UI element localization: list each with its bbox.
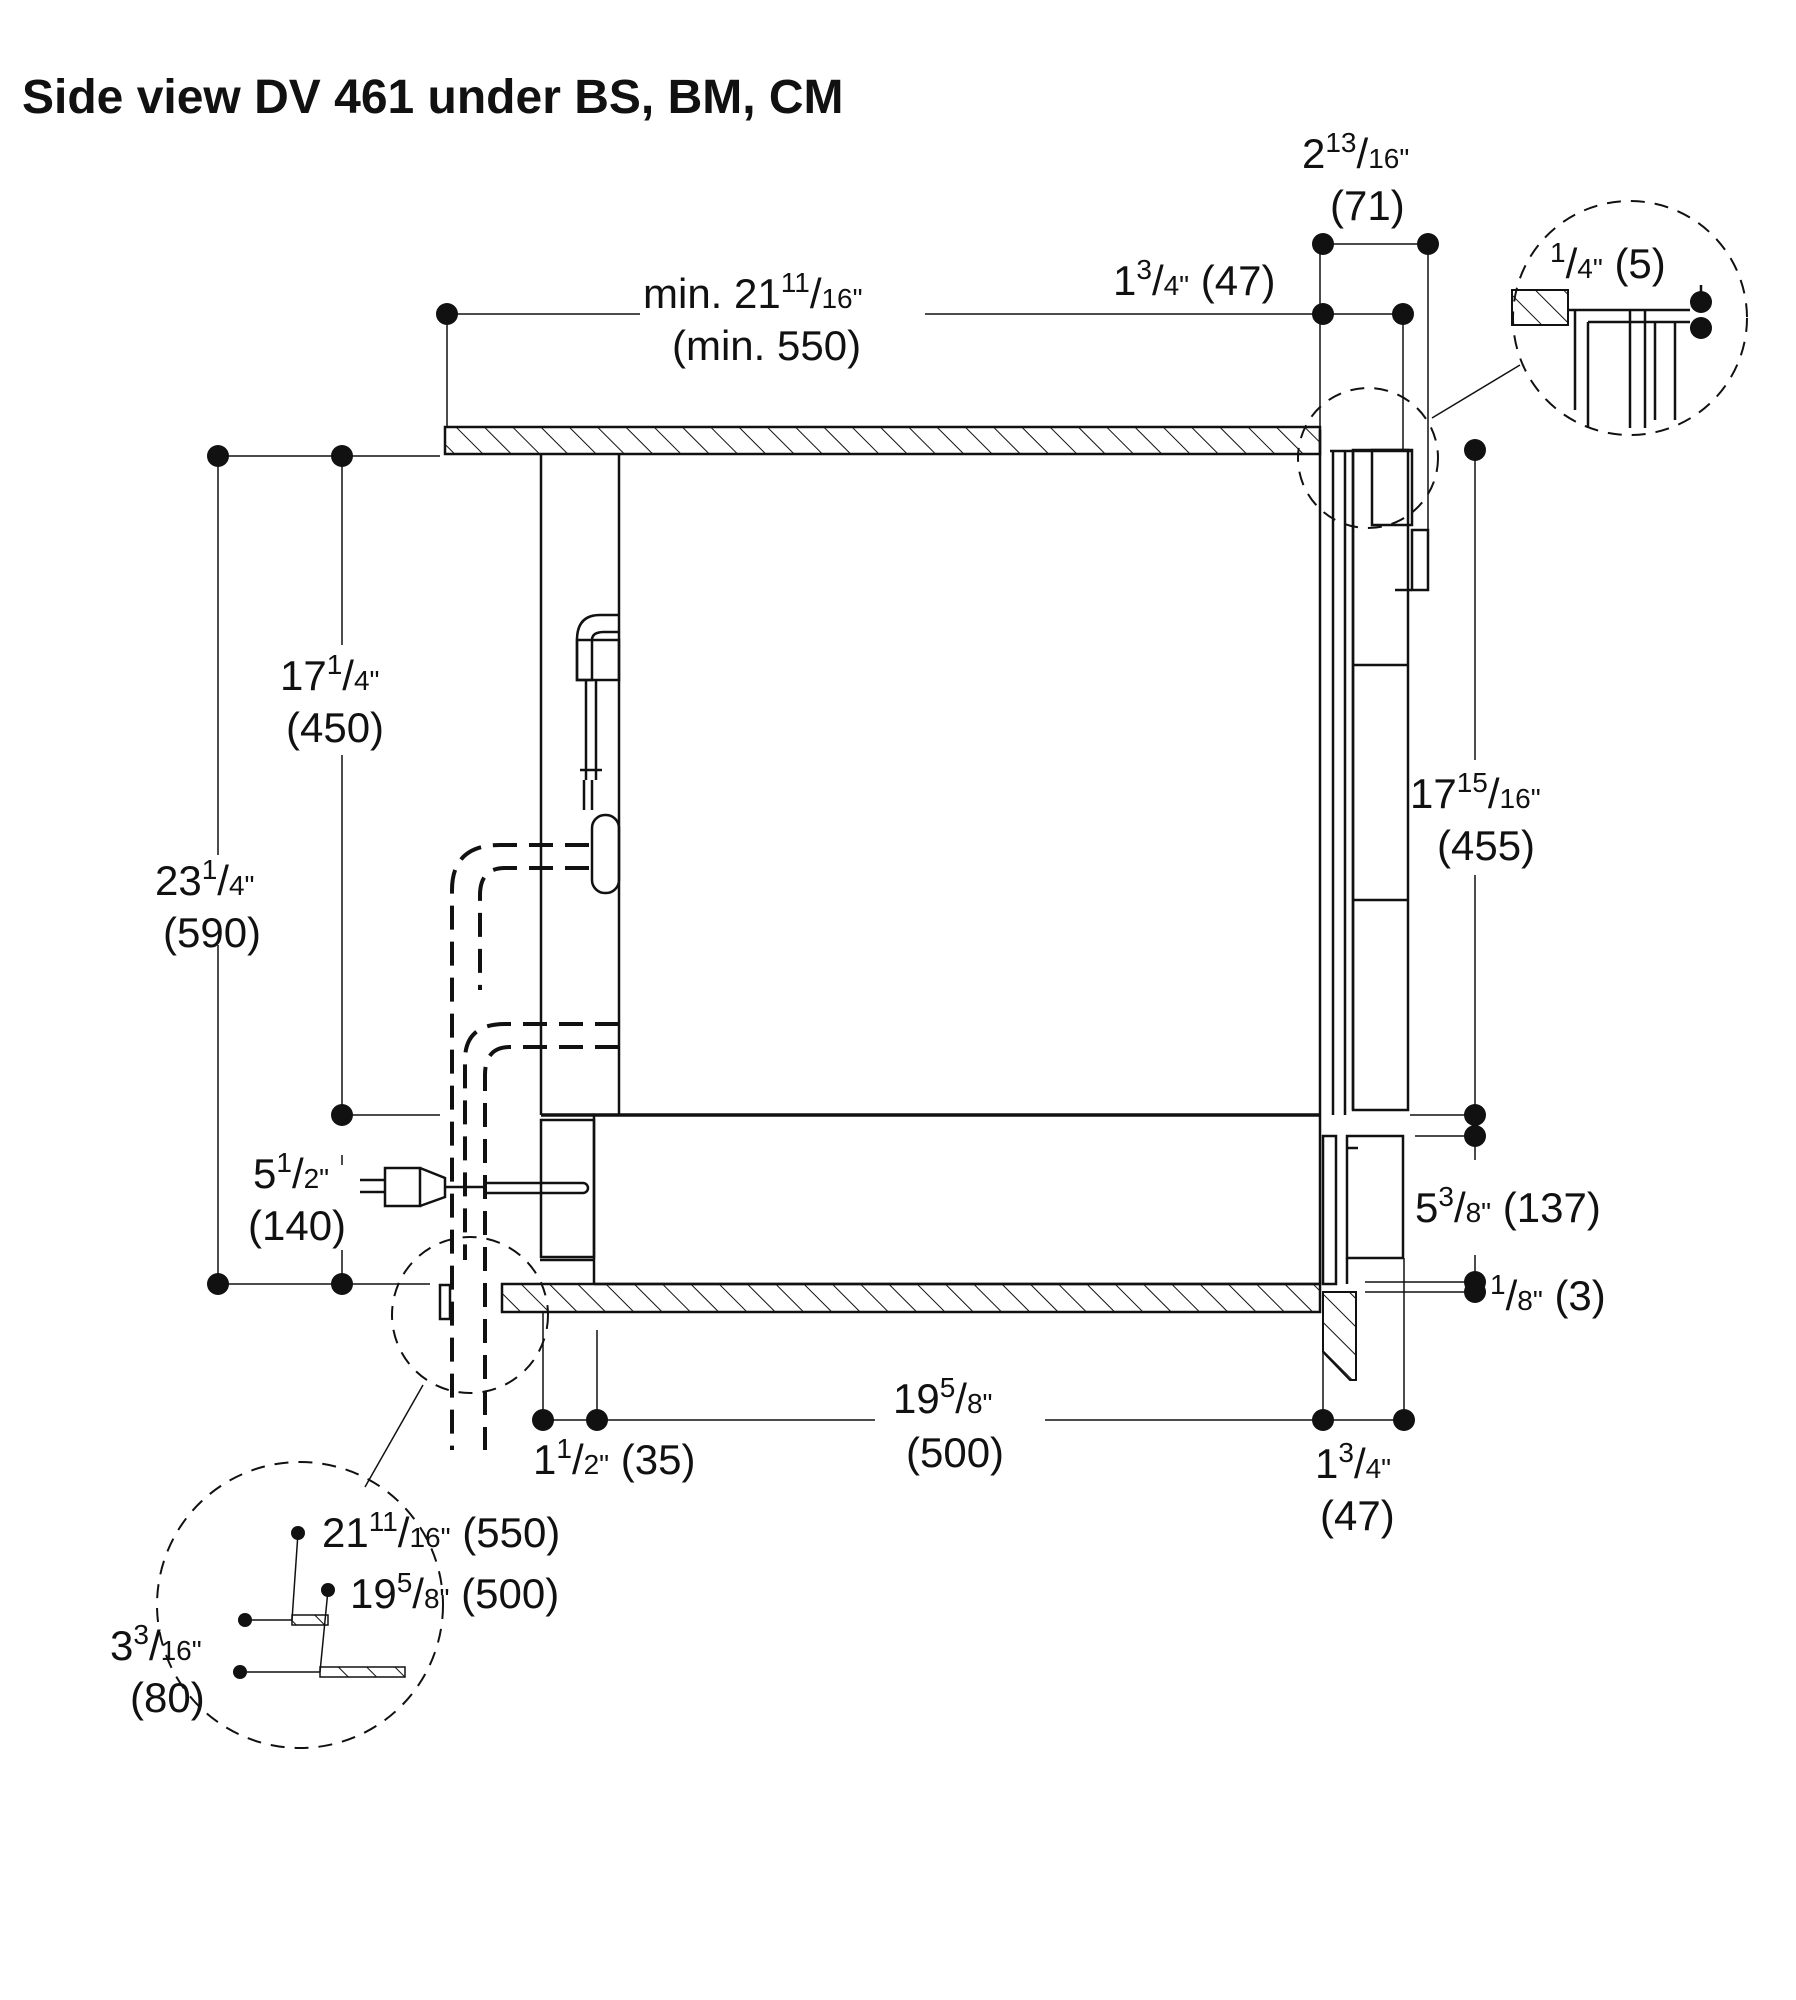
dim-detail-80-mm: (80) [130, 1674, 205, 1721]
dim-min-width-mm: (min. 550) [672, 322, 861, 369]
dim-top-depth-in: 213/16" [1302, 127, 1409, 177]
dim-front-mm: (47) [1320, 1492, 1395, 1539]
dimension-labels: min. 2111/16" (min. 550) 213/16" (71) 13… [110, 127, 1666, 1721]
dim-front-in: 13/4" [1315, 1437, 1391, 1487]
front-trim [1322, 1291, 1357, 1381]
dim-door-height-in: 1715/16" [1410, 767, 1541, 817]
dim-detail-80-in: 33/16" [110, 1619, 202, 1669]
dim-plug-height-in: 51/2" [253, 1147, 329, 1197]
dim-detail-550: 2111/16" (550) [322, 1506, 560, 1556]
dim-small-gap-in: 1/8" (3) [1490, 1269, 1606, 1319]
detail-circle-bottom [156, 1236, 549, 1749]
detail-circle-top [1297, 200, 1748, 529]
dim-top-depth-mm: (71) [1330, 182, 1405, 229]
dim-detail-500: 195/8" (500) [350, 1567, 559, 1617]
dim-door-height-mm: (455) [1437, 822, 1535, 869]
dim-depth-mm: (500) [906, 1429, 1004, 1476]
cabinet-body [487, 430, 1322, 1286]
dim-rear-in: 11/2" (35) [533, 1433, 696, 1483]
dimension-lines [217, 243, 1521, 1488]
door-front [1321, 448, 1430, 1286]
dim-height-upper-in: 171/4" [280, 649, 379, 699]
countertop [443, 425, 1322, 456]
power-plug [360, 1166, 487, 1208]
dashed-pipe [450, 843, 619, 1450]
page-title: Side view DV 461 under BS, BM, CM [22, 71, 844, 124]
dim-gap-in: 1/4" (5) [1550, 237, 1666, 287]
dim-drawer-height-in: 53/8" (137) [1415, 1181, 1601, 1231]
dim-height-total-mm: (590) [163, 909, 261, 956]
dim-height-upper-mm: (450) [286, 704, 384, 751]
dim-depth-in: 195/8" [893, 1372, 992, 1422]
dimension-dots [207, 233, 1712, 1431]
dim-min-width-in: min. 2111/16" [643, 267, 863, 317]
dim-panel-in: 13/4" (47) [1113, 254, 1276, 304]
dim-height-total-in: 231/4" [155, 854, 254, 904]
dim-plug-height-mm: (140) [248, 1202, 346, 1249]
bottom-shelf [500, 1282, 1322, 1314]
